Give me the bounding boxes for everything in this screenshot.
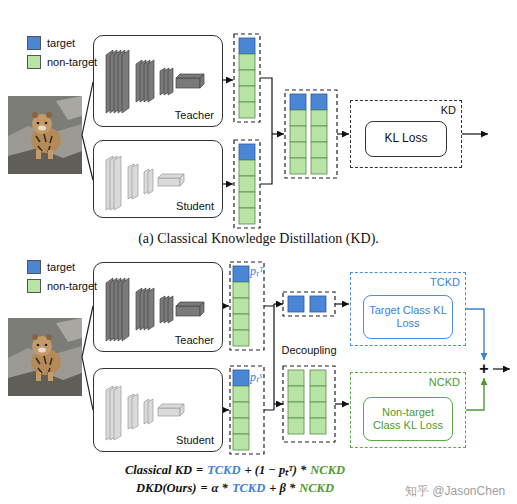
loss-label: KL Loss	[382, 132, 431, 146]
loss-box: Target Class KL Loss	[363, 295, 453, 339]
input-image	[8, 96, 82, 174]
legend-entry: target	[27, 36, 75, 50]
legend-swatch	[27, 36, 41, 50]
legend-swatch	[27, 55, 41, 69]
legend-entry: target	[27, 260, 75, 274]
probability-label: pₜᵀ	[250, 262, 264, 279]
formula-term: + (1 − pₜᵀ) *	[244, 463, 306, 477]
target-logits	[283, 292, 335, 316]
legend-text: non-target	[47, 56, 97, 68]
formula-term: + β *	[269, 481, 295, 495]
network-label: Student	[176, 434, 214, 447]
formula-term: TCKD	[232, 481, 265, 495]
tckd-group: TCKD Target Class KL Loss	[350, 272, 466, 346]
student-network-box: Student	[93, 140, 223, 218]
student-network-box: Student	[93, 368, 223, 452]
input-split-line	[82, 306, 93, 410]
formula-term: α *	[212, 481, 228, 495]
logit-column	[234, 140, 260, 228]
network-label: Teacher	[175, 109, 214, 122]
legend-text: target	[47, 37, 75, 49]
formula-line: DKD(Ours) = α * TCKD + β * NCKD	[0, 481, 470, 496]
formula-term: NCKD	[310, 463, 345, 477]
legend-text: target	[47, 261, 75, 273]
group-label: TCKD	[430, 276, 460, 289]
student-network-icon	[106, 386, 184, 440]
watermark: 知乎 @JasonChen	[405, 483, 505, 500]
probability-label: pₜˢ	[250, 368, 262, 385]
flow-arrow	[223, 78, 488, 184]
student-network-icon	[106, 156, 184, 210]
merged-logits	[285, 90, 337, 178]
step-label: Decoupling	[276, 344, 342, 356]
legend-text: non-target	[47, 280, 97, 292]
formula-term: DKD(Ours)	[136, 481, 196, 495]
merge-connector	[466, 309, 484, 360]
merge-connector	[466, 378, 484, 410]
loss-box: Non-target Class KL Loss	[363, 397, 453, 441]
formula-term: NCKD	[299, 481, 334, 495]
formula-term: TCKD	[207, 463, 240, 477]
nckd-group: NCKD Non-target Class KL Loss	[350, 372, 466, 448]
logit-column	[230, 262, 264, 350]
sum-operator: +	[476, 360, 492, 378]
loss-label: Target Class KL Loss	[364, 304, 452, 329]
input-image	[8, 318, 82, 396]
operator-symbol: +	[476, 360, 491, 378]
non-target-logits	[283, 366, 335, 442]
formula-term: =	[200, 481, 207, 495]
legend-swatch	[27, 260, 41, 274]
teacher-network-box: Teacher	[93, 35, 223, 127]
teacher-network-icon	[106, 50, 204, 113]
legend-entry: non-target	[27, 279, 97, 293]
logit-column	[230, 366, 264, 454]
group-label: NCKD	[429, 376, 460, 389]
group-label: KD	[441, 104, 456, 117]
legend-swatch	[27, 279, 41, 293]
logit-column	[234, 34, 260, 122]
legend-entry: non-target	[27, 55, 97, 69]
formula-line: Classical KD = TCKD + (1 − pₜᵀ) * NCKD	[0, 461, 470, 478]
teacher-network-box: Teacher	[93, 262, 223, 352]
network-label: Teacher	[175, 334, 214, 347]
kd-group: KD KL Loss	[350, 100, 462, 168]
loss-label: Non-target Class KL Loss	[364, 406, 452, 431]
formula-term: =	[196, 463, 203, 477]
figure-caption: (a) Classical Knowledge Distillation (KD…	[0, 231, 517, 247]
formula-term: Classical KD	[125, 463, 192, 477]
network-label: Student	[176, 200, 214, 213]
teacher-network-icon	[106, 278, 204, 341]
input-split-line	[82, 82, 93, 180]
loss-box: KL Loss	[365, 121, 447, 157]
